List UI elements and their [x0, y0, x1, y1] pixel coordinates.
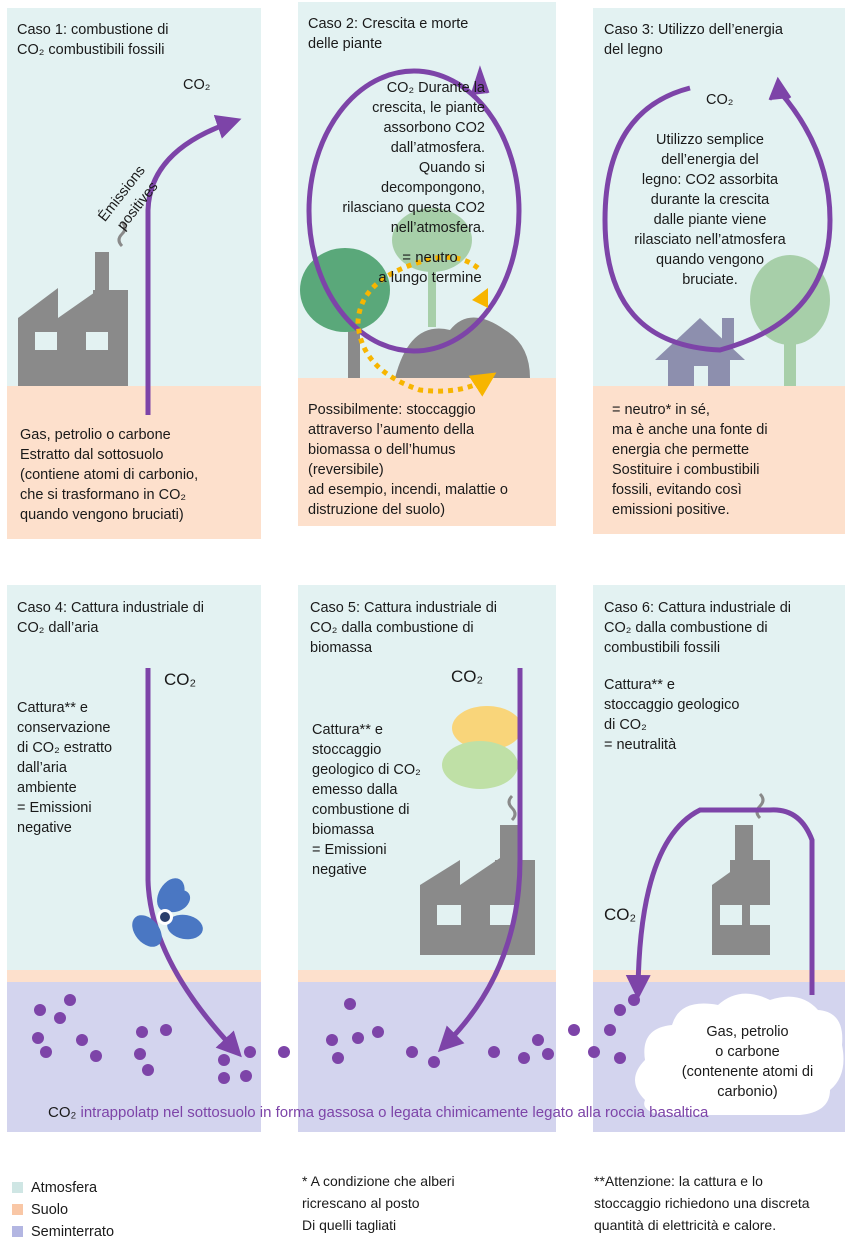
case5-smoke	[507, 794, 517, 822]
underground-caption-co2: CO₂	[48, 1104, 77, 1121]
case5-body: Cattura** e stoccaggio geologico di CO₂ …	[312, 722, 421, 878]
case2-neutral-label: = neutro a lungo termine	[378, 249, 482, 286]
case5-factory-icon	[420, 825, 535, 955]
case4-soil	[7, 970, 261, 982]
case3-house-icon	[655, 318, 745, 386]
footnote-energy-warning: **Attenzione: la cattura e lo stoccaggio…	[594, 1173, 810, 1233]
case6-factory-icon	[712, 825, 772, 955]
case4-co2-label: CO₂	[164, 670, 197, 689]
legend-underground-swatch	[12, 1226, 23, 1237]
legend-underground-label: Seminterrato	[31, 1224, 115, 1240]
case1-co2-label: CO₂	[183, 77, 211, 93]
case4-capture-arrow	[145, 668, 242, 1058]
case5-capture-arrow	[437, 668, 523, 1053]
case5-co2-label: CO₂	[451, 667, 484, 686]
case4-fan-icon	[132, 878, 203, 947]
case5-smoke-cloud-icon	[442, 706, 522, 789]
underground-caption: CO₂ intrappolatp nel sottosuolo in forma…	[48, 1103, 845, 1123]
legend-soil-label: Suolo	[31, 1202, 69, 1218]
case6-capture-arrow	[625, 807, 815, 1000]
case1-title: Caso 1: combustione di CO₂ combustibili …	[17, 22, 169, 58]
case1-soil	[7, 386, 261, 539]
case4-body: Cattura** e conservazione di CO₂ estratt…	[17, 700, 113, 836]
underground-co2-dots	[32, 994, 640, 1084]
legend-atmosphere: Atmosfera	[12, 1180, 97, 1196]
case2-title: Caso 2: Crescita e morte delle piante	[308, 16, 469, 52]
case3-soil-text: = neutro* in sé, ma è anche una fonte di…	[612, 402, 768, 518]
case3-tree-icon	[750, 255, 830, 386]
case1-factory-icon	[18, 252, 128, 386]
case1-soil-text: Gas, petrolio o carbone Estratto dal sot…	[20, 427, 199, 523]
case6-body: Cattura** e stoccaggio geologico di CO₂ …	[604, 677, 740, 753]
case3-carbon-cycle-arrow	[602, 85, 833, 353]
case3-title: Caso 3: Utilizzo dell’energia del legno	[604, 22, 783, 58]
case2-carbon-cycle-arrow	[306, 68, 522, 354]
case4-atmosphere	[7, 585, 261, 970]
case2-soil	[298, 378, 556, 526]
case2-storage-dotted-cycle	[355, 254, 497, 397]
case2-soil-text: Possibilmente: stoccaggio attraverso l’a…	[308, 402, 508, 518]
case3-co2-label: CO₂	[706, 92, 734, 108]
case6-soil	[593, 970, 845, 982]
case3-body: Utilizzo semplice dell’energia del legno…	[634, 132, 786, 288]
case1-smoke	[117, 220, 127, 248]
case6-title: Caso 6: Cattura industriale di CO₂ dalla…	[604, 600, 791, 656]
case2-tree-icon	[300, 208, 530, 378]
underground-caption-text: intrappolatp nel sottosuolo in forma gas…	[76, 1104, 709, 1121]
case5-title: Caso 5: Cattura industriale di CO₂ dalla…	[310, 600, 497, 656]
case6-co2-label: CO₂	[604, 905, 637, 924]
case6-gas-cloud	[635, 993, 844, 1115]
legend-soil: Suolo	[12, 1202, 68, 1218]
case3-soil	[593, 386, 845, 534]
case6-smoke	[755, 792, 765, 820]
legend-underground: Seminterrato	[12, 1224, 114, 1240]
case1-emission-arrow	[145, 115, 242, 415]
case4-title: Caso 4: Cattura industriale di CO₂ dall’…	[17, 600, 204, 636]
legend-atmosphere-swatch	[12, 1182, 23, 1193]
legend-atmosphere-label: Atmosfera	[31, 1180, 98, 1196]
case6-cloud-text: Gas, petrolio o carbone (contenente atom…	[681, 1024, 814, 1100]
legend-soil-swatch	[12, 1204, 23, 1215]
case2-body: CO₂ Durante la crescita, le piante assor…	[342, 80, 485, 236]
footnote-replanting: * A condizione che alberi ricrescano al …	[302, 1173, 455, 1233]
